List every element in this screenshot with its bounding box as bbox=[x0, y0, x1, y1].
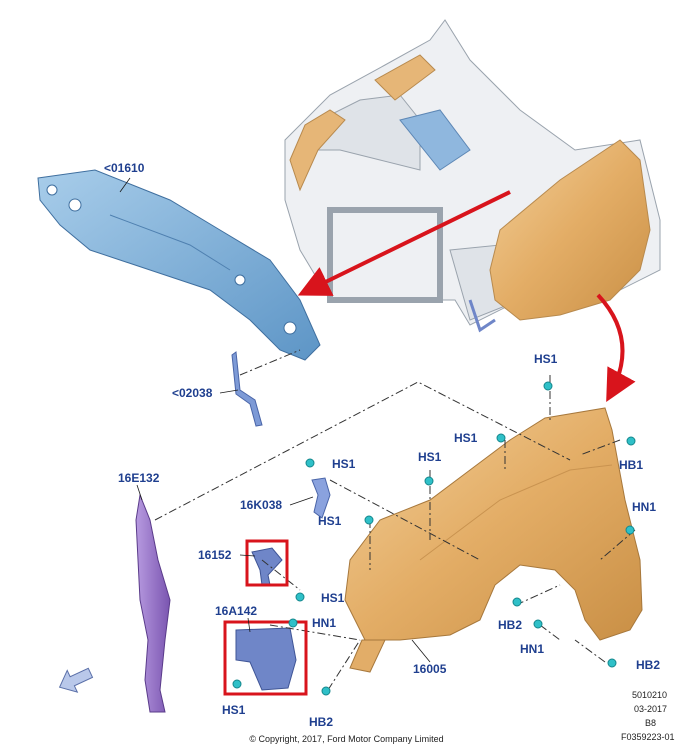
fastener-icon bbox=[424, 476, 434, 486]
fastener-icon bbox=[533, 619, 543, 629]
bracket-16152-part bbox=[251, 547, 283, 586]
highlight-box-16152 bbox=[245, 539, 289, 587]
figure-number: F0359223-01 bbox=[621, 732, 675, 742]
callout-16e132: 16E132 bbox=[118, 471, 160, 485]
fastener-icon bbox=[305, 458, 315, 468]
callout-16005: 16005 bbox=[413, 662, 447, 676]
callout-hn1-bottom: HN1 bbox=[520, 642, 545, 656]
figure-code: 5010210 bbox=[632, 690, 668, 700]
fastener-icon bbox=[543, 381, 553, 391]
callout-16152: 16152 bbox=[198, 548, 232, 562]
pointer-arrows bbox=[297, 190, 636, 403]
callout-16k038: 16K038 bbox=[240, 498, 283, 512]
bracket-16k038-part bbox=[311, 477, 331, 519]
callout-hs1-top: HS1 bbox=[534, 352, 558, 366]
figure-revision: B8 bbox=[645, 718, 657, 728]
callout-hs1-mid: HS1 bbox=[418, 450, 442, 464]
callout-02038: <02038 bbox=[172, 386, 213, 400]
direction-arrow-icon bbox=[58, 667, 94, 693]
callout-hb2-a: HB2 bbox=[498, 618, 523, 632]
callout-hs1-bottom: HS1 bbox=[222, 703, 246, 717]
callout-01610: <01610 bbox=[104, 161, 145, 175]
fastener-icon bbox=[512, 597, 522, 607]
callout-hs1-lower: HS1 bbox=[321, 591, 345, 605]
fastener-icons bbox=[232, 381, 636, 696]
fender-seal-part bbox=[135, 493, 171, 713]
bracket-16a142-part bbox=[235, 627, 297, 691]
callout-hs1-center: HS1 bbox=[318, 514, 342, 528]
copyright-notice: © Copyright, 2017, Ford Motor Company Li… bbox=[249, 734, 444, 744]
strip-part bbox=[231, 351, 263, 427]
vehicle-front-structure bbox=[284, 19, 661, 333]
fastener-icon bbox=[288, 618, 298, 628]
fastener-icon bbox=[295, 592, 305, 602]
callout-hb1: HB1 bbox=[619, 458, 644, 472]
callout-hs1-left: HS1 bbox=[454, 431, 478, 445]
dash-panel-part bbox=[37, 169, 321, 361]
callout-hs1-bracket: HS1 bbox=[332, 457, 356, 471]
figure-date: 03-2017 bbox=[634, 704, 668, 714]
front-fender-part bbox=[344, 407, 643, 673]
callout-hb2-b: HB2 bbox=[636, 658, 661, 672]
callout-hn1-right: HN1 bbox=[632, 500, 657, 514]
callout-hn1-bracket: HN1 bbox=[312, 616, 337, 630]
leader-lines bbox=[119, 177, 431, 663]
fastener-icon bbox=[364, 515, 374, 525]
fastener-icon bbox=[321, 686, 331, 696]
fastener-icon bbox=[232, 679, 242, 689]
fastener-icon bbox=[496, 433, 506, 443]
fastener-icon bbox=[626, 436, 636, 446]
highlight-box-16a142 bbox=[223, 620, 308, 696]
callout-16a142: 16A142 bbox=[215, 604, 258, 618]
callout-hb2-c: HB2 bbox=[309, 715, 334, 729]
fastener-icon bbox=[625, 525, 635, 535]
fastener-icon bbox=[607, 658, 617, 668]
